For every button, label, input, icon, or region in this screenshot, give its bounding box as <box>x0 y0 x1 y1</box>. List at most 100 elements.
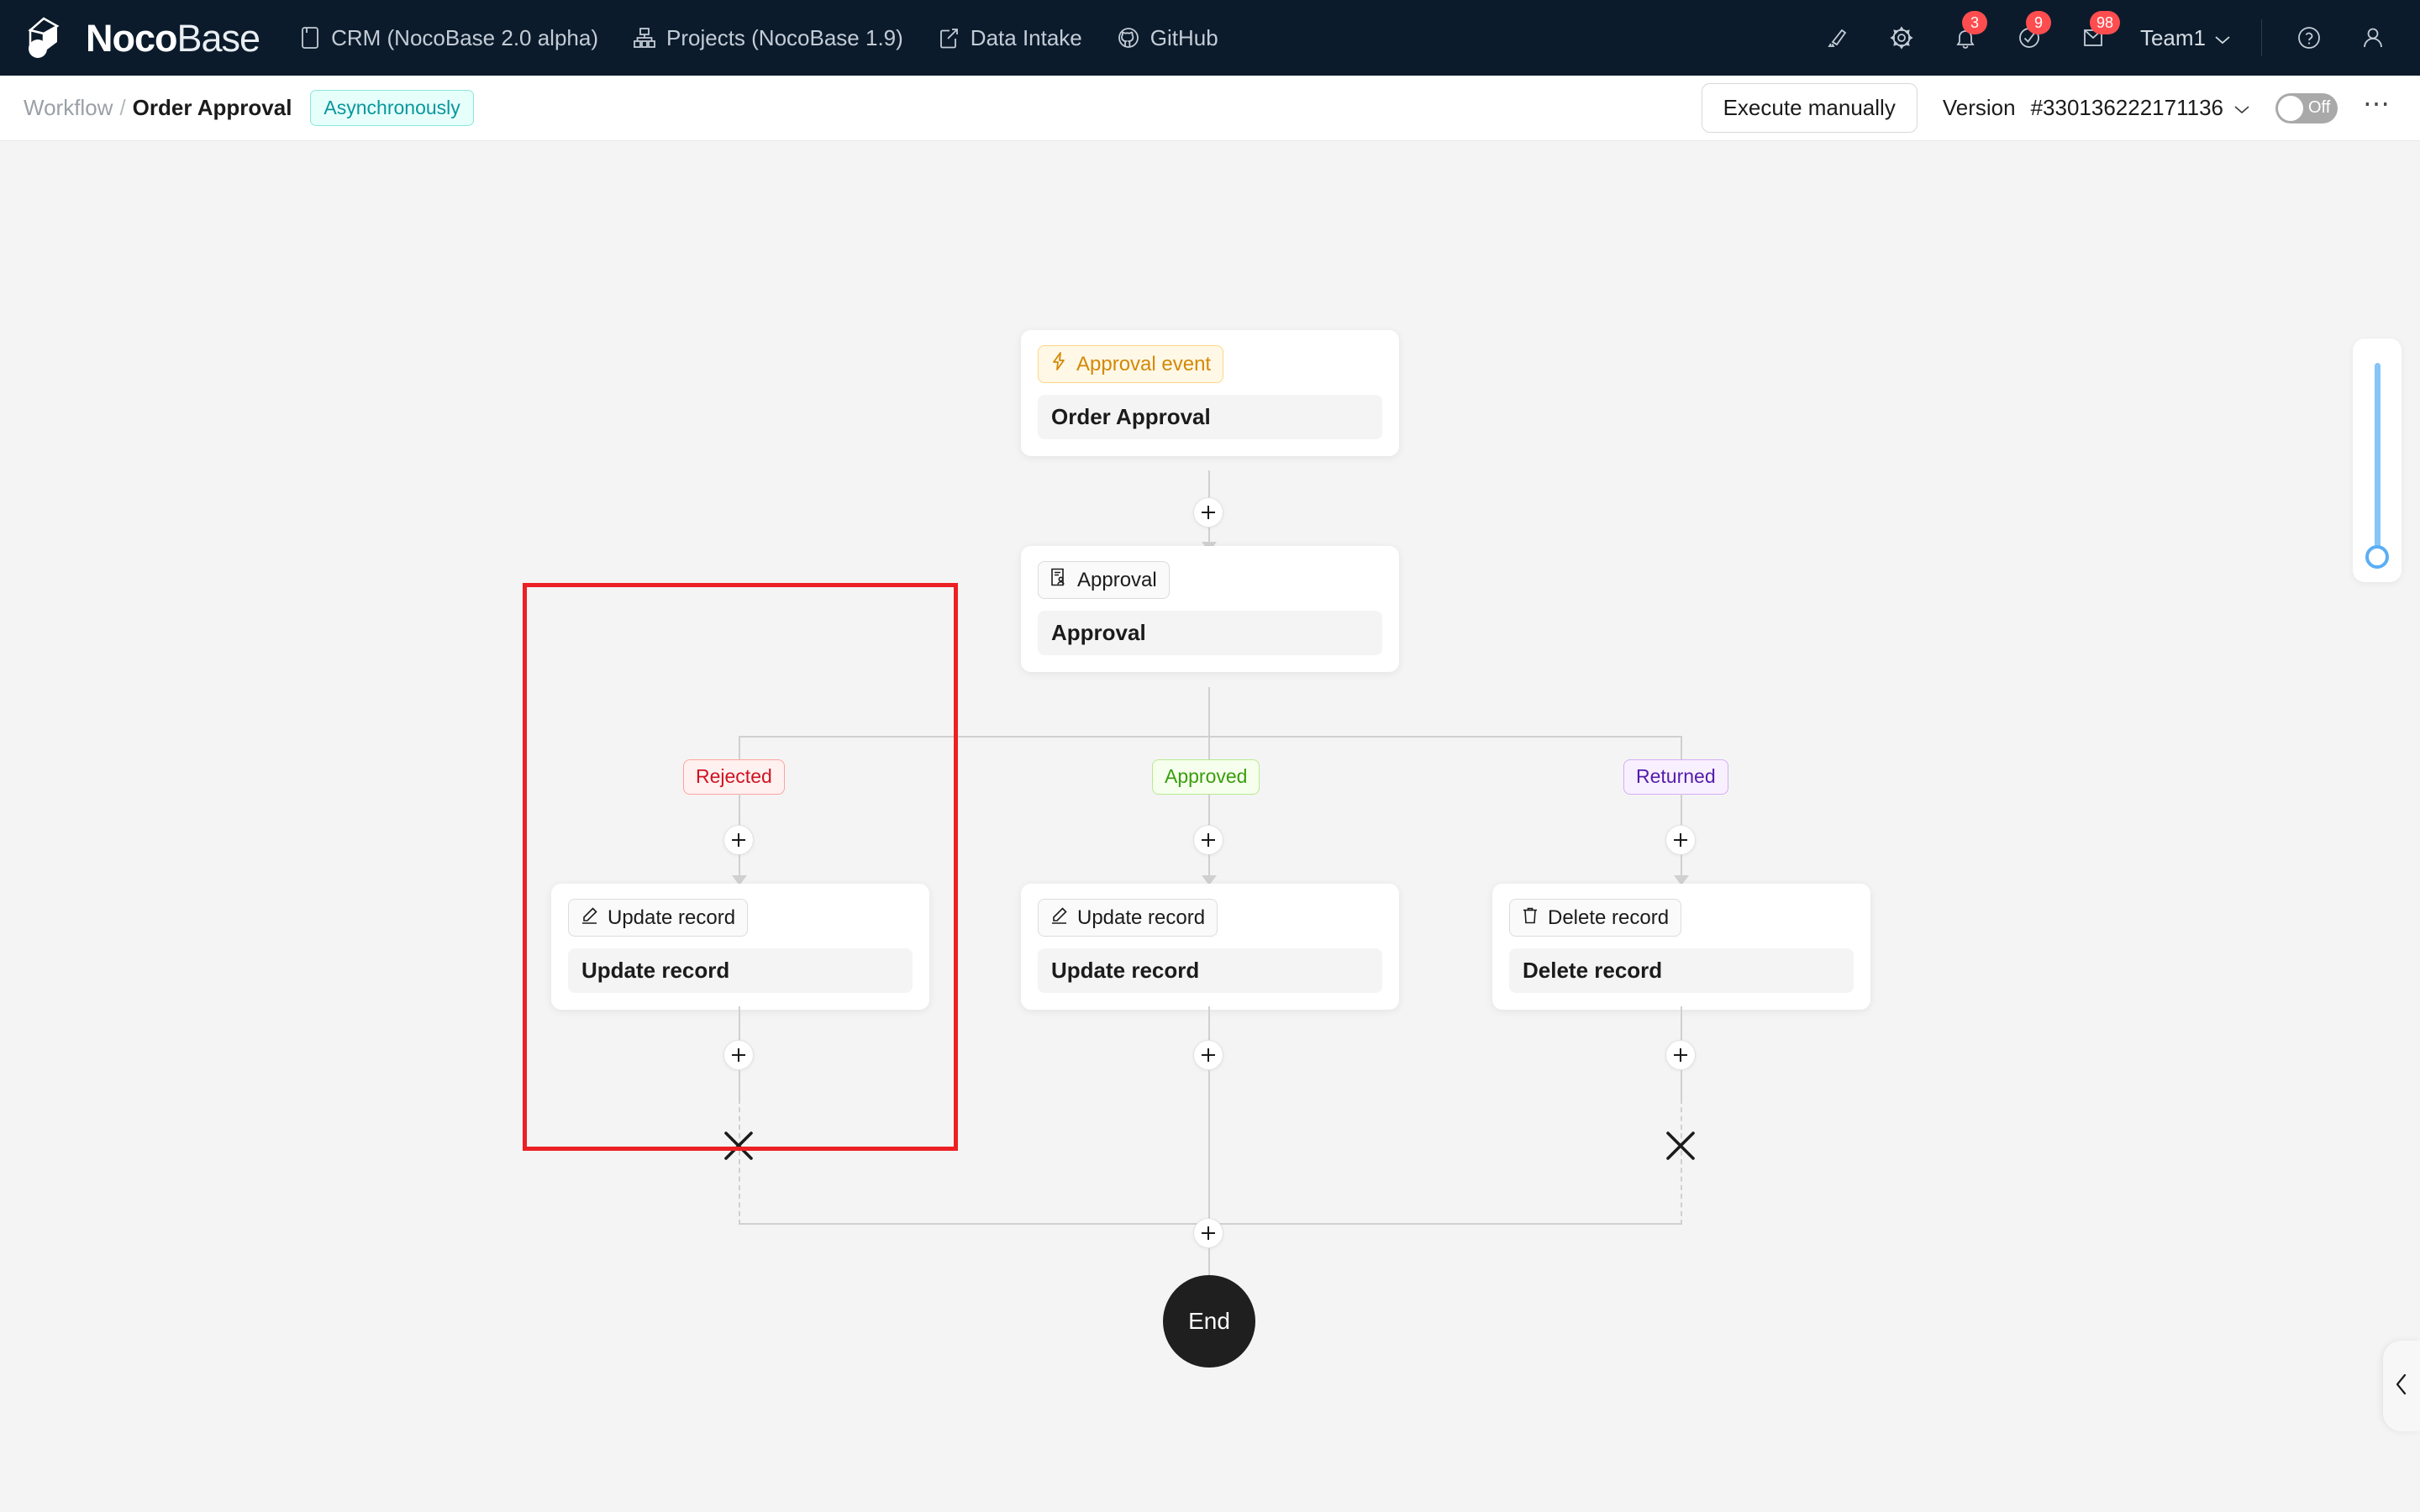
node-type-label: Approval <box>1077 569 1157 591</box>
add-node-button-rejected-bottom[interactable] <box>723 1040 754 1070</box>
connector-returned-top <box>1681 794 1682 833</box>
pencil-icon <box>1050 905 1068 931</box>
breadcrumb-root[interactable]: Workflow <box>24 95 113 120</box>
node-title: Approval <box>1038 611 1382 656</box>
edit-square-icon <box>939 27 960 49</box>
nav-links: CRM (NocoBase 2.0 alpha) Projects (NocoB… <box>300 25 1218 51</box>
add-node-button-returned-bottom[interactable] <box>1665 1040 1696 1070</box>
node-type-label: Approval event <box>1076 353 1212 375</box>
user-avatar-icon[interactable] <box>2356 21 2390 55</box>
add-node-button-returned-top[interactable] <box>1665 825 1696 855</box>
node-title: Order Approval <box>1038 395 1382 440</box>
branch-terminator-x-icon-returned[interactable] <box>1663 1128 1698 1168</box>
mail-icon[interactable]: 98 <box>2076 11 2120 55</box>
bell-icon[interactable]: 3 <box>1949 11 1987 55</box>
breadcrumb: Workflow/Order Approval <box>24 95 292 121</box>
check-badge: 9 <box>2025 11 2051 34</box>
github-icon <box>1118 27 1139 49</box>
check-circle-icon[interactable]: 9 <box>2012 11 2051 55</box>
brand-wordmark: NocoBase <box>86 16 260 60</box>
node-title: Delete record <box>1509 948 1854 994</box>
async-mode-tag: Asynchronously <box>310 90 474 126</box>
node-type-badge: Approval event <box>1038 345 1224 384</box>
node-type-label: Update record <box>1077 906 1206 929</box>
team-selector[interactable]: Team1 <box>2140 25 2231 51</box>
branch-label-returned[interactable]: Returned <box>1623 759 1728 795</box>
nav-right-actions: 3 9 98 Team1 <box>1821 11 2390 56</box>
connector-approved-tail <box>1208 1070 1210 1230</box>
breadcrumb-current: Order Approval <box>132 95 292 120</box>
node-type-badge: Approval <box>1038 561 1170 600</box>
subheader-actions: Execute manually Version #33013622217113… <box>1701 83 2391 133</box>
top-navigation-bar: NocoBase CRM (NocoBase 2.0 alpha) <box>0 0 2420 76</box>
node-approval[interactable]: Approval Approval <box>1021 546 1399 673</box>
zoom-slider-track[interactable] <box>2365 363 2389 569</box>
question-circle-icon[interactable] <box>2292 21 2326 55</box>
approval-doc-icon <box>1050 567 1068 593</box>
node-approval-event[interactable]: Approval event Order Approval <box>1021 330 1399 457</box>
connector-approved-mid <box>1208 854 1210 886</box>
brand-logo-area[interactable]: NocoBase <box>25 15 260 60</box>
highlighter-icon[interactable] <box>1821 21 1854 55</box>
connector-rejected-top <box>739 794 740 833</box>
collapse-panel-button[interactable] <box>2383 1341 2420 1431</box>
zoom-slider-handle[interactable] <box>2365 545 2389 569</box>
nav-link-crm[interactable]: CRM (NocoBase 2.0 alpha) <box>300 25 598 51</box>
branch-terminator-x-icon-rejected[interactable] <box>721 1128 756 1168</box>
branch-label-approved[interactable]: Approved <box>1152 759 1260 795</box>
version-value: #330136222171136 <box>2030 95 2223 120</box>
node-update-record-approved[interactable]: Update record Update record <box>1021 884 1399 1011</box>
add-node-button-rejected-top[interactable] <box>723 825 754 855</box>
lightning-icon <box>1050 351 1067 377</box>
bell-badge: 3 <box>1961 11 1987 34</box>
arrowhead <box>1202 875 1217 885</box>
workflow-enable-toggle[interactable]: Off <box>2275 92 2338 123</box>
node-title: Update record <box>568 948 913 994</box>
nav-link-label: Projects (NocoBase 1.9) <box>666 24 903 50</box>
gear-icon[interactable] <box>1885 21 1918 55</box>
nav-link-projects[interactable]: Projects (NocoBase 1.9) <box>634 25 903 51</box>
connector-approval-split <box>1208 687 1210 738</box>
node-delete-record-returned[interactable]: Delete record Delete record <box>1492 884 1870 1011</box>
node-title: Update record <box>1038 948 1382 994</box>
chevron-down-icon <box>2214 25 2231 51</box>
node-type-badge: Delete record <box>1509 899 1682 937</box>
node-type-badge: Update record <box>1038 899 1218 937</box>
chevron-down-icon <box>2233 95 2250 121</box>
connector-returned-dashed <box>1681 1099 1682 1225</box>
workflow-canvas[interactable]: Approval event Order Approval Approval A… <box>0 141 2420 1512</box>
connector-returned-mid <box>1681 854 1682 886</box>
breadcrumb-separator: / <box>119 95 126 120</box>
trash-icon <box>1522 905 1539 931</box>
connector-returned-tail <box>1681 1070 1682 1104</box>
nav-link-label: GitHub <box>1150 24 1218 50</box>
branch-split-horizontal <box>739 736 1681 738</box>
arrowhead <box>1674 875 1689 885</box>
execute-manually-button[interactable]: Execute manually <box>1701 83 1918 133</box>
node-type-label: Update record <box>608 906 736 929</box>
toggle-knob <box>2278 95 2303 121</box>
connector-approved-top <box>1208 794 1210 833</box>
connector-rejected-dashed <box>739 1099 740 1225</box>
workflow-subheader: Workflow/Order Approval Asynchronously E… <box>0 76 2420 141</box>
add-node-button-approved-bottom[interactable] <box>1193 1040 1223 1070</box>
node-type-label: Delete record <box>1548 906 1670 929</box>
end-node-label: End <box>1188 1308 1230 1334</box>
branch-drop-approved <box>1208 736 1210 778</box>
team-label: Team1 <box>2139 24 2206 50</box>
version-dropdown[interactable]: #330136222171136 <box>2031 95 2250 121</box>
node-update-record-rejected[interactable]: Update record Update record <box>551 884 929 1011</box>
ellipsis-icon[interactable]: ⋯ <box>2363 88 2391 119</box>
add-node-button-after-trigger[interactable] <box>1193 497 1223 528</box>
add-node-button-approved-top[interactable] <box>1193 825 1223 855</box>
add-node-button-before-end[interactable] <box>1193 1218 1223 1248</box>
nocobase-logo-icon <box>25 15 72 60</box>
nav-link-data-intake[interactable]: Data Intake <box>939 25 1082 51</box>
branch-label-rejected[interactable]: Rejected <box>683 759 785 795</box>
nav-link-github[interactable]: GitHub <box>1118 25 1218 51</box>
connector-rejected-tail <box>739 1070 740 1104</box>
zoom-slider[interactable] <box>2353 339 2402 582</box>
node-type-badge: Update record <box>568 899 749 937</box>
pencil-icon <box>581 905 598 931</box>
end-node[interactable]: End <box>1163 1275 1255 1368</box>
